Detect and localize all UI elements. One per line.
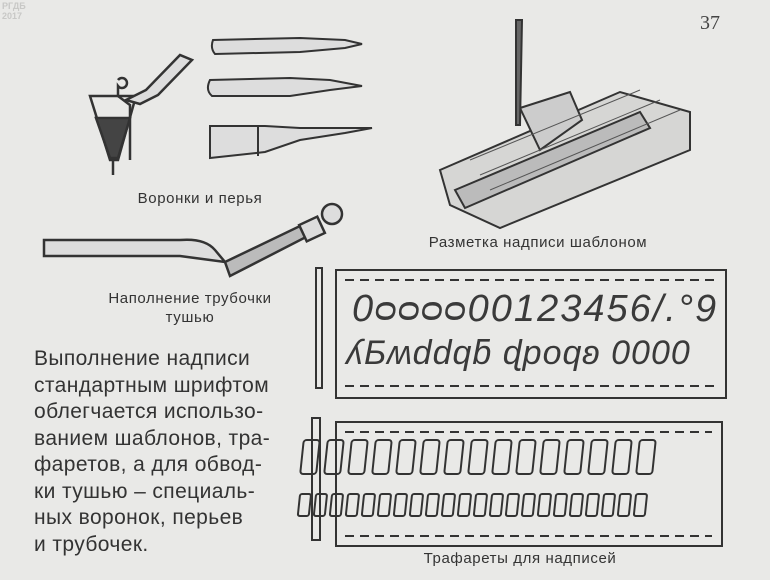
stencil-slot <box>419 439 441 475</box>
stencil-slot <box>584 493 600 517</box>
stencil-slot <box>467 439 489 475</box>
stencil-slot <box>536 493 552 517</box>
stencil-slot <box>563 439 585 475</box>
stencil-slot <box>360 493 376 517</box>
stencil-slot <box>539 439 561 475</box>
pens-illustration <box>206 36 373 160</box>
stencil-slot <box>616 493 632 517</box>
stencil-row-2: ʎƂʍddqƃ ɖpoqʚ 0000 <box>346 334 691 372</box>
stencil-slot <box>371 439 393 475</box>
stencil-slot <box>515 439 537 475</box>
stencil-slot <box>587 439 609 475</box>
caption-funnels-pens: Воронки и перья <box>137 190 263 207</box>
stencil-slot <box>347 439 369 475</box>
caption-filling-tube-2: тушью <box>165 309 215 326</box>
stencil-slot <box>392 493 408 517</box>
stencil-slot <box>632 493 648 517</box>
stencil-slot <box>296 493 312 517</box>
stencil-slot <box>440 493 456 517</box>
caption-filling-tube: Наполнение трубочки <box>108 290 272 307</box>
stencil-template-1 <box>315 267 727 399</box>
stencil-slot <box>395 439 417 475</box>
stencil-slot <box>504 493 520 517</box>
stencil-slot <box>376 493 392 517</box>
body-text: Выполнение надписи стандартным шрифтом о… <box>34 347 271 556</box>
stencil-slot <box>328 493 344 517</box>
watermark-line: 2017 <box>2 11 23 21</box>
stencil-slot <box>424 493 440 517</box>
stencil-slot <box>443 439 465 475</box>
watermark-line: РГДБ <box>2 1 26 11</box>
stencil-slot <box>552 493 568 517</box>
caption-template-marking: Разметка надписи шаблоном <box>428 234 648 251</box>
stencil-row-1: 0ᴑᴑᴑᴑ00123456/.°9 <box>352 288 719 330</box>
stencil-slot <box>299 439 321 475</box>
stencil-slot <box>520 493 536 517</box>
funnel-illustration <box>88 53 195 175</box>
stencil-slot <box>344 493 360 517</box>
stencil-2-slots <box>296 439 657 517</box>
stencil-slot <box>600 493 616 517</box>
tube-filling-illustration <box>42 202 344 278</box>
template-marking-illustration <box>438 19 691 230</box>
page-number: 37 <box>700 12 720 34</box>
stencil-slot <box>323 439 345 475</box>
stencil-slot <box>456 493 472 517</box>
stencil-slot <box>635 439 657 475</box>
stencil-slot <box>568 493 584 517</box>
caption-stencils: Трафареты для надписей <box>423 550 617 567</box>
stencil-slot <box>491 439 513 475</box>
stencil-slot <box>611 439 633 475</box>
stencil-slot <box>488 493 504 517</box>
stencil-slot <box>312 493 328 517</box>
stencil-slot <box>472 493 488 517</box>
stencil-template-2 <box>311 417 723 547</box>
stencil-slot <box>408 493 424 517</box>
